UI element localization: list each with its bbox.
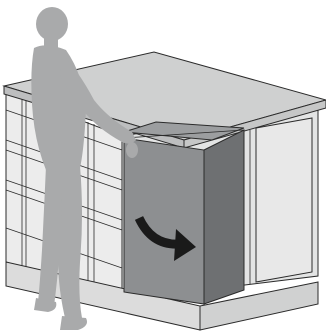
opening-door: [124, 122, 244, 304]
door-edge: [204, 130, 244, 304]
right-cabinet-door: [256, 118, 312, 282]
